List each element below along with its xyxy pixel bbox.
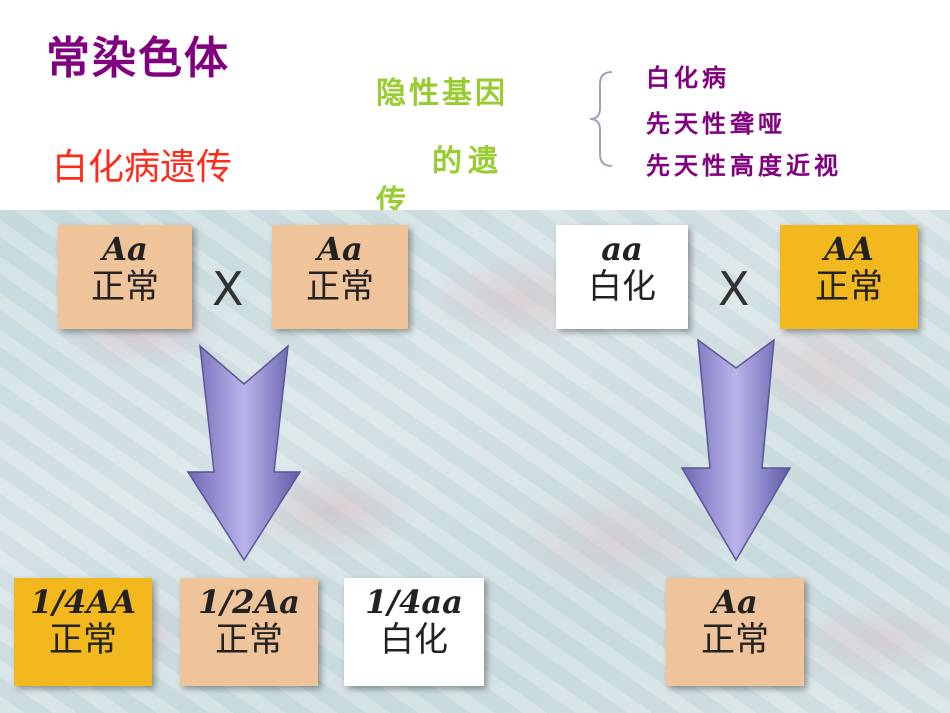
genotype-label: 1/2Aa	[198, 583, 300, 621]
offspring-box: 1/4AA 正常	[14, 578, 152, 686]
slide-subtitle: 白化病遗传	[52, 147, 233, 188]
phenotype-label: 白化	[380, 620, 448, 660]
phenotype-label: 正常	[815, 267, 883, 307]
genotype-label: 1/4AA	[30, 583, 136, 621]
parent-box: AA 正常	[780, 225, 918, 329]
recessive-heading-line2: 的遗	[432, 144, 504, 179]
disease-item: 先天性聋哑	[646, 110, 786, 138]
offspring-box: 1/2Aa 正常	[180, 578, 318, 686]
offspring-box: Aa 正常	[666, 578, 804, 686]
brace-icon	[589, 71, 613, 167]
disease-item: 先天性高度近视	[646, 152, 842, 180]
cross-symbol: X	[718, 262, 750, 316]
phenotype-label: 正常	[701, 620, 769, 660]
genotype-label: Aa	[102, 230, 148, 268]
phenotype-label: 正常	[49, 620, 117, 660]
parent-box: aa 白化	[556, 225, 688, 329]
genotype-label: Aa	[712, 583, 758, 621]
offspring-box: 1/4aa 白化	[344, 578, 484, 686]
recessive-heading-line1: 隐性基因	[376, 76, 508, 111]
genotype-label: aa	[601, 230, 643, 268]
cross-symbol: X	[212, 262, 244, 316]
phenotype-label: 正常	[306, 267, 374, 307]
genotype-label: AA	[824, 230, 874, 268]
slide-title: 常染色体	[46, 33, 230, 84]
genotype-label: 1/4aa	[365, 583, 463, 621]
down-arrow-icon	[680, 338, 792, 562]
parent-box: Aa 正常	[58, 225, 192, 329]
down-arrow-icon	[186, 344, 302, 562]
disease-item: 白化病	[646, 64, 730, 92]
phenotype-label: 正常	[215, 620, 283, 660]
phenotype-label: 白化	[588, 267, 656, 307]
phenotype-label: 正常	[91, 267, 159, 307]
genotype-label: Aa	[317, 230, 363, 268]
parent-box: Aa 正常	[272, 225, 408, 329]
